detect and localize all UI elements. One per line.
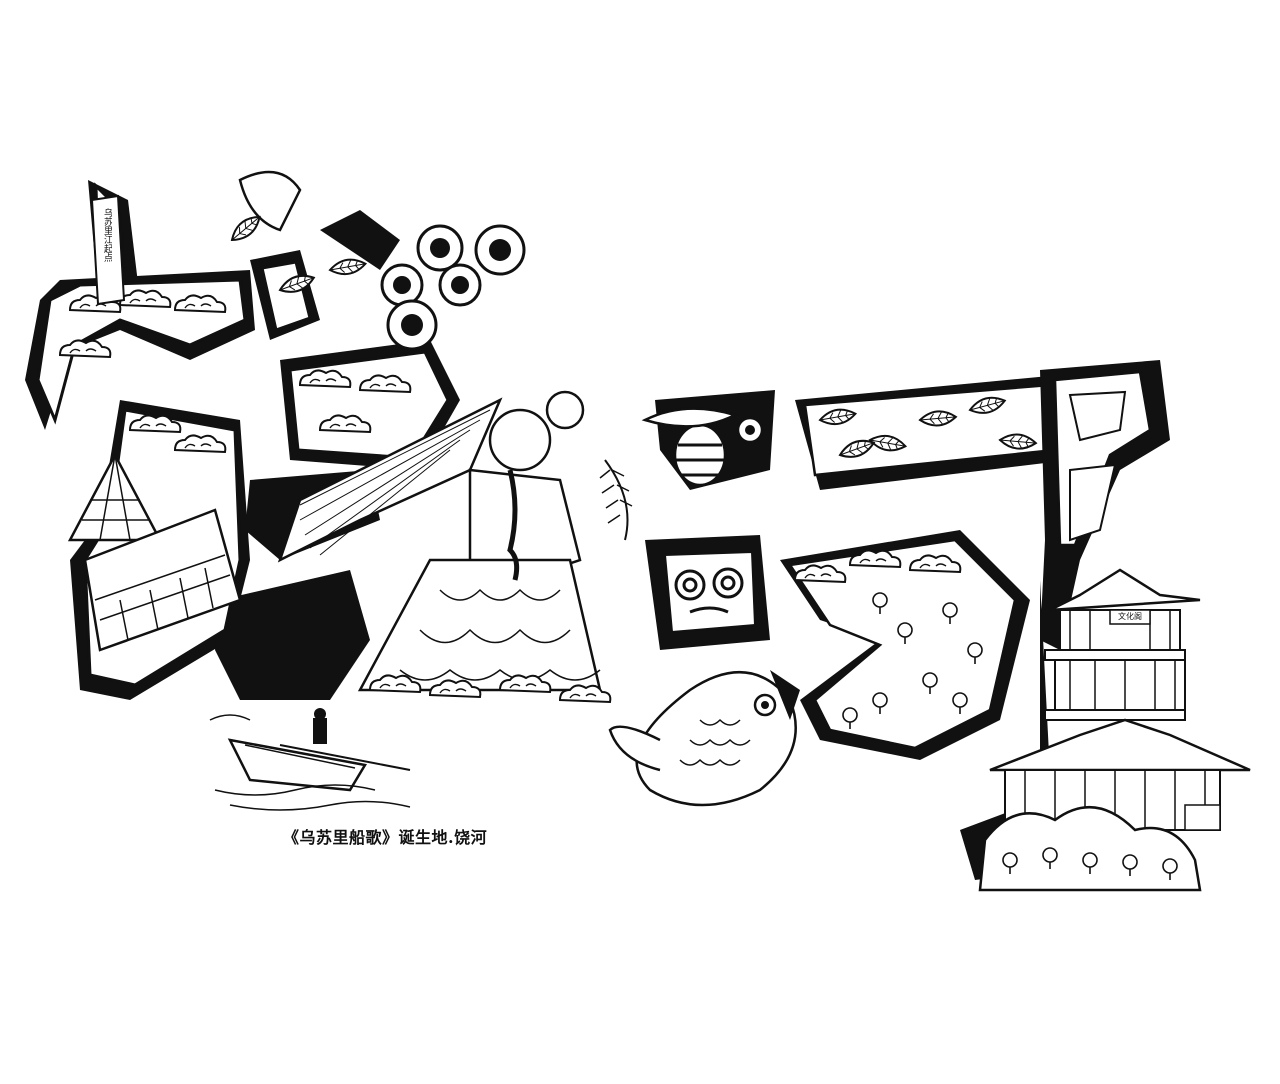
left-character-strokes xyxy=(25,180,460,700)
caption-text: 《乌苏里船歌》诞生地.饶河 xyxy=(283,828,488,847)
pavilion-tower-icon xyxy=(960,568,1251,892)
tree-hill-stroke xyxy=(780,530,1030,760)
vertical-stroke-right xyxy=(1040,360,1170,650)
dancing-woman-figure xyxy=(238,170,633,703)
bee-icon xyxy=(641,390,775,490)
tent-pavilion-icon xyxy=(67,452,242,652)
rowing-boat-icon xyxy=(209,708,411,811)
river-source-sign xyxy=(90,194,126,306)
swirl-cloud-block xyxy=(645,535,770,650)
leaf-branch-stroke xyxy=(795,375,1070,490)
carp-icon xyxy=(608,670,800,807)
pavilion-sign-text: 文化阁 xyxy=(1118,612,1142,621)
river-source-sign-text: 乌苏里江起点 xyxy=(102,208,112,262)
